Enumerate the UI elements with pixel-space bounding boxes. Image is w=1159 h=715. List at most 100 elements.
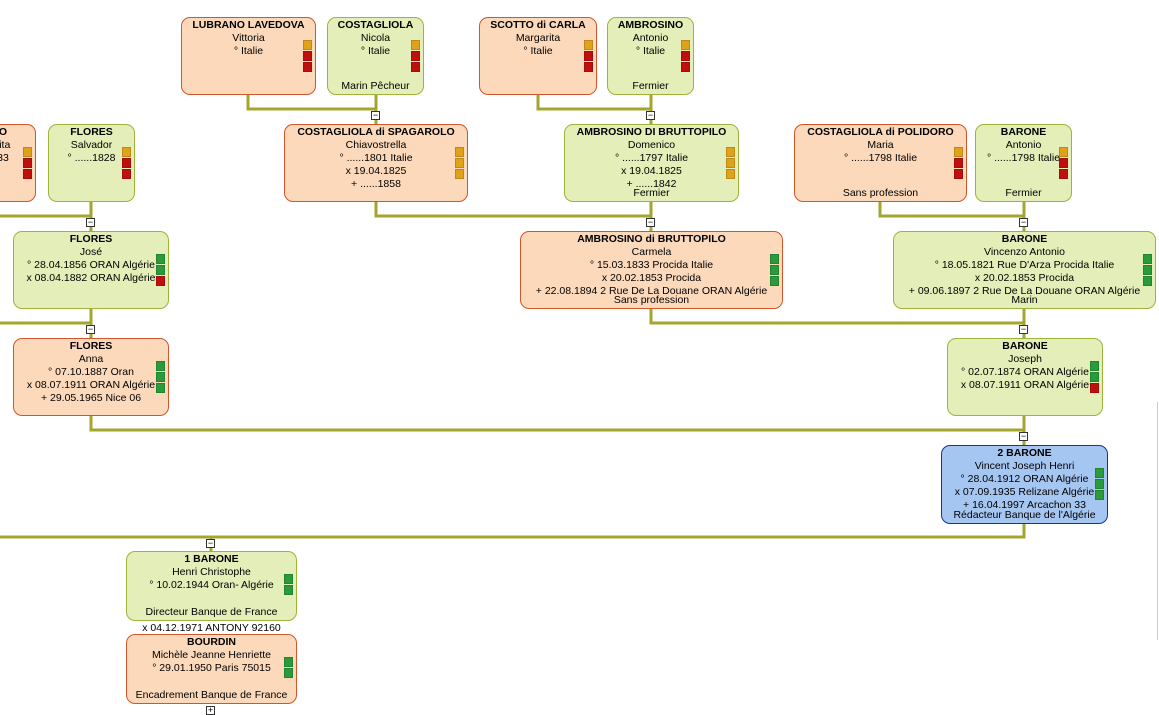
person-occupation: Marin: [1011, 294, 1038, 306]
person-firstname: Michèle Jeanne Henriette: [151, 649, 272, 661]
person-surname: BOURDIN: [187, 636, 236, 648]
source-mark-orange: [726, 158, 735, 168]
source-mark-orange: [1059, 147, 1068, 157]
person-event-line: ° Italie: [523, 45, 553, 57]
collapse-toggle-costagliola-ambrosino[interactable]: −: [646, 217, 655, 227]
collapse-toggle-flores-salvador[interactable]: −: [86, 217, 95, 227]
person-surname: AMBROSINO: [617, 19, 684, 31]
person-event-line: ° 18.05.1821 Rue D'Arza Procida Italie: [934, 259, 1115, 271]
person-surname: BARONE: [1000, 126, 1047, 138]
connector-couple-anna-joseph: [89, 416, 1026, 432]
source-mark-red: [954, 158, 963, 168]
person-event-line: x 08.07.1911 ORAN Algérie: [960, 379, 1090, 391]
person-surname: BARONE: [1001, 233, 1048, 245]
source-mark-orange: [681, 40, 690, 50]
source-mark-red: [681, 51, 690, 61]
person-event-line: ° ......1798 Italie: [986, 152, 1061, 164]
person-event-line: x 07.09.1935 Relizane Algérie: [954, 486, 1095, 498]
person-firstname: José: [79, 246, 103, 258]
source-mark-green: [1090, 372, 1099, 382]
person-surname: 1 BARONE: [184, 553, 239, 565]
person-firstname: Margarita: [515, 32, 561, 44]
person-event-line: ° ......1797 Italie: [614, 152, 689, 164]
person-firstname: Vittoria: [232, 32, 265, 44]
person-event-line: ° 02.07.1874 ORAN Algérie: [961, 366, 1089, 378]
person-event-line: + 22.08.1894 2 Rue De La Douane ORAN Alg…: [535, 285, 768, 297]
person-firstname: Maria: [867, 139, 894, 151]
person-surname: AMBROSINO DI BRUTTOPILO: [576, 126, 727, 138]
person-event-line: ° ......1828: [67, 152, 116, 164]
source-mark-green: [156, 265, 165, 275]
person-occupation: Sans profession: [613, 294, 690, 306]
collapse-toggle-carmela-vincenzo[interactable]: −: [1019, 324, 1028, 334]
person-event-line: x 08.07.1911 ORAN Algérie: [26, 379, 156, 391]
source-mark-red: [1059, 169, 1068, 179]
expand-toggle-descendants[interactable]: +: [206, 705, 215, 715]
person-event-line: ° 28.04.1912 ORAN Algérie: [960, 473, 1089, 485]
source-mark-orange: [455, 147, 464, 157]
connector-couple-vincent: [0, 524, 1026, 539]
scrollbar-edge: [1157, 402, 1158, 640]
person-event-line: x 08.04.1882 ORAN Algérie: [26, 272, 156, 284]
connector-couple-scotto-ambrosino: [536, 95, 653, 111]
source-mark-red: [23, 169, 32, 179]
collapse-toggle-vincent[interactable]: −: [206, 538, 215, 548]
source-mark-red: [681, 62, 690, 72]
person-event-line: x 20.02.1853 Procida: [601, 272, 702, 284]
person-event-line: ° Italie: [635, 45, 666, 57]
source-mark-red: [584, 62, 593, 72]
source-mark-orange: [726, 147, 735, 157]
person-surname: SCOTTO di CARLA: [490, 19, 586, 31]
connector-couple-carmela-vincenzo: [649, 309, 1026, 325]
person-event-line: + 09.06.1897 2 Rue De La Douane ORAN Alg…: [908, 285, 1141, 297]
connector-couple-lubrano-costagliola: [246, 95, 378, 111]
collapse-toggle-anna-joseph[interactable]: −: [1019, 431, 1028, 441]
source-mark-orange: [954, 147, 963, 157]
person-card-p5[interactable]: Orita33: [0, 124, 36, 202]
person-firstname: Chiavostrella: [345, 139, 407, 151]
source-mark-green: [156, 372, 165, 382]
source-mark-green: [284, 585, 293, 595]
source-mark-red: [954, 169, 963, 179]
person-surname: 2 BARONE: [997, 447, 1052, 459]
collapse-toggle-flores-jose[interactable]: −: [86, 324, 95, 334]
person-event-line: ° 29.01.1950 Paris 75015: [152, 662, 271, 674]
person-event-line: ° 07.10.1887 Oran: [48, 366, 134, 378]
person-event-line: x 19.04.1825: [621, 165, 682, 177]
person-event-line: 33: [0, 152, 9, 164]
source-mark-green: [284, 668, 293, 678]
source-mark-green: [156, 383, 165, 393]
person-event-line: + 29.05.1965 Nice 06: [40, 392, 142, 404]
person-event-line: ° ......1801 Italie: [339, 152, 413, 164]
source-mark-red: [1059, 158, 1068, 168]
person-firstname: Domenico: [627, 139, 676, 151]
collapse-toggle-polidoro-barone[interactable]: −: [1019, 217, 1028, 227]
person-surname: FLORES: [69, 233, 113, 245]
source-mark-green: [1095, 468, 1104, 478]
source-mark-green: [1143, 265, 1152, 275]
source-mark-green: [156, 254, 165, 264]
collapse-toggle-lubrano-costagliola[interactable]: −: [371, 110, 380, 120]
source-mark-orange: [584, 40, 593, 50]
collapse-toggle-scotto-ambrosino[interactable]: −: [646, 110, 655, 120]
source-mark-green: [1143, 276, 1152, 286]
source-mark-green: [284, 574, 293, 584]
source-mark-green: [1090, 361, 1099, 371]
